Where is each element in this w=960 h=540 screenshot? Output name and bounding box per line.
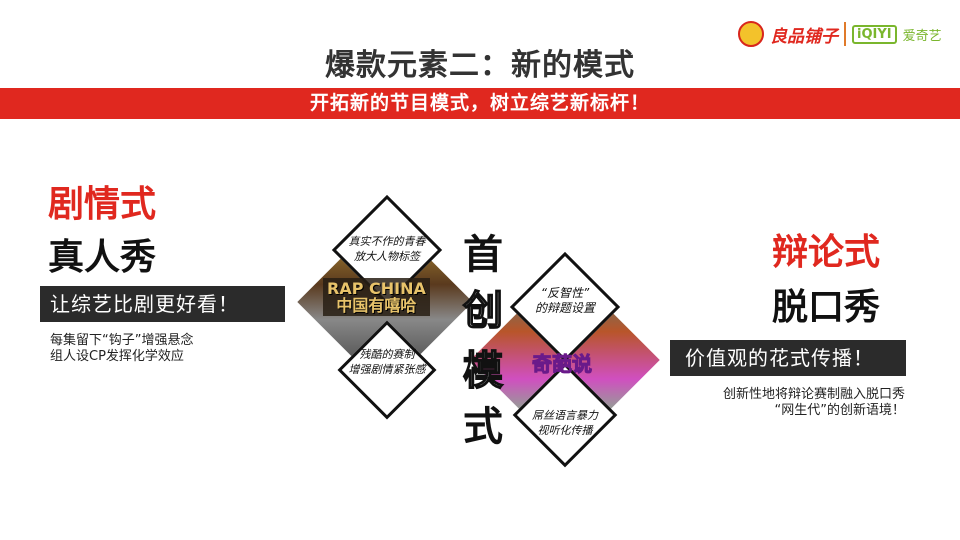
brand-name-iqiyi: 爱奇艺	[902, 28, 942, 44]
subtitle-banner: 开拓新的节目模式，树立综艺新标杆！	[0, 88, 960, 119]
qipa-top-line: 的辩题设置	[534, 301, 595, 315]
rap-logo-top: RAP CHINA	[327, 279, 426, 298]
qipa-bottom-line: 屌丝语言暴力	[532, 409, 598, 422]
rap-logo-bottom: 中国有嘻哈	[336, 296, 417, 315]
qipa-shuo-logo: 奇葩说	[532, 352, 593, 377]
qipa-bottom-line: 视听化传播	[537, 424, 593, 437]
vertical-char: 式	[463, 404, 503, 450]
brand-logos: 良品铺子 iQIYI 爱奇艺	[738, 18, 942, 50]
rap-bottom-line: 增强剧情紧张感	[348, 363, 426, 376]
right-desc-line: 创新性地将辩论赛制融入脱口秀	[722, 387, 905, 402]
logo-divider	[844, 22, 846, 46]
mascot-logo-icon	[738, 21, 764, 47]
vertical-char: 创	[462, 287, 504, 335]
left-title-black: 真人秀	[48, 237, 157, 278]
left-desc-line: 每集留下“钩子”增强悬念	[50, 333, 194, 348]
qipa-bottom-text: 屌丝语言暴力视听化传播	[515, 408, 615, 438]
rap-bottom-text: 残酷的赛制增强剧情紧张感	[337, 347, 437, 377]
qipa-top-line: “反智性”	[540, 286, 590, 300]
brand-logo-iqiyi: iQIYI	[852, 24, 897, 44]
vertical-char: 模	[462, 347, 504, 395]
right-desc-line: “网生代”的创新语境！	[774, 403, 905, 418]
page-title: 爆款元素二：新的模式	[325, 48, 635, 83]
left-banner: 让综艺比剧更好看！	[40, 286, 285, 322]
qipa-top-text: “反智性”的辩题设置	[515, 286, 615, 316]
right-title-red: 辩论式	[772, 232, 881, 273]
rap-top-line: 真实不作的青春	[348, 235, 426, 248]
right-title-black: 脱口秀	[772, 287, 881, 328]
brand-logo-liangpin: 良品铺子	[770, 26, 838, 47]
right-description: 创新性地将辩论赛制融入脱口秀 “网生代”的创新语境！	[723, 387, 905, 419]
rap-bottom-line: 残酷的赛制	[359, 348, 415, 361]
right-banner: 价值观的花式传播！	[670, 340, 906, 376]
vertical-char: 首	[463, 232, 503, 278]
rap-top-line: 放大人物标签	[354, 250, 420, 263]
left-desc-line: 组人设CP发挥化学效应	[50, 349, 184, 364]
rap-top-text: 真实不作的青春放大人物标签	[337, 234, 437, 264]
left-description: 每集留下“钩子”增强悬念 组人设CP发挥化学效应	[50, 333, 193, 365]
left-title-red: 剧情式	[48, 184, 157, 225]
